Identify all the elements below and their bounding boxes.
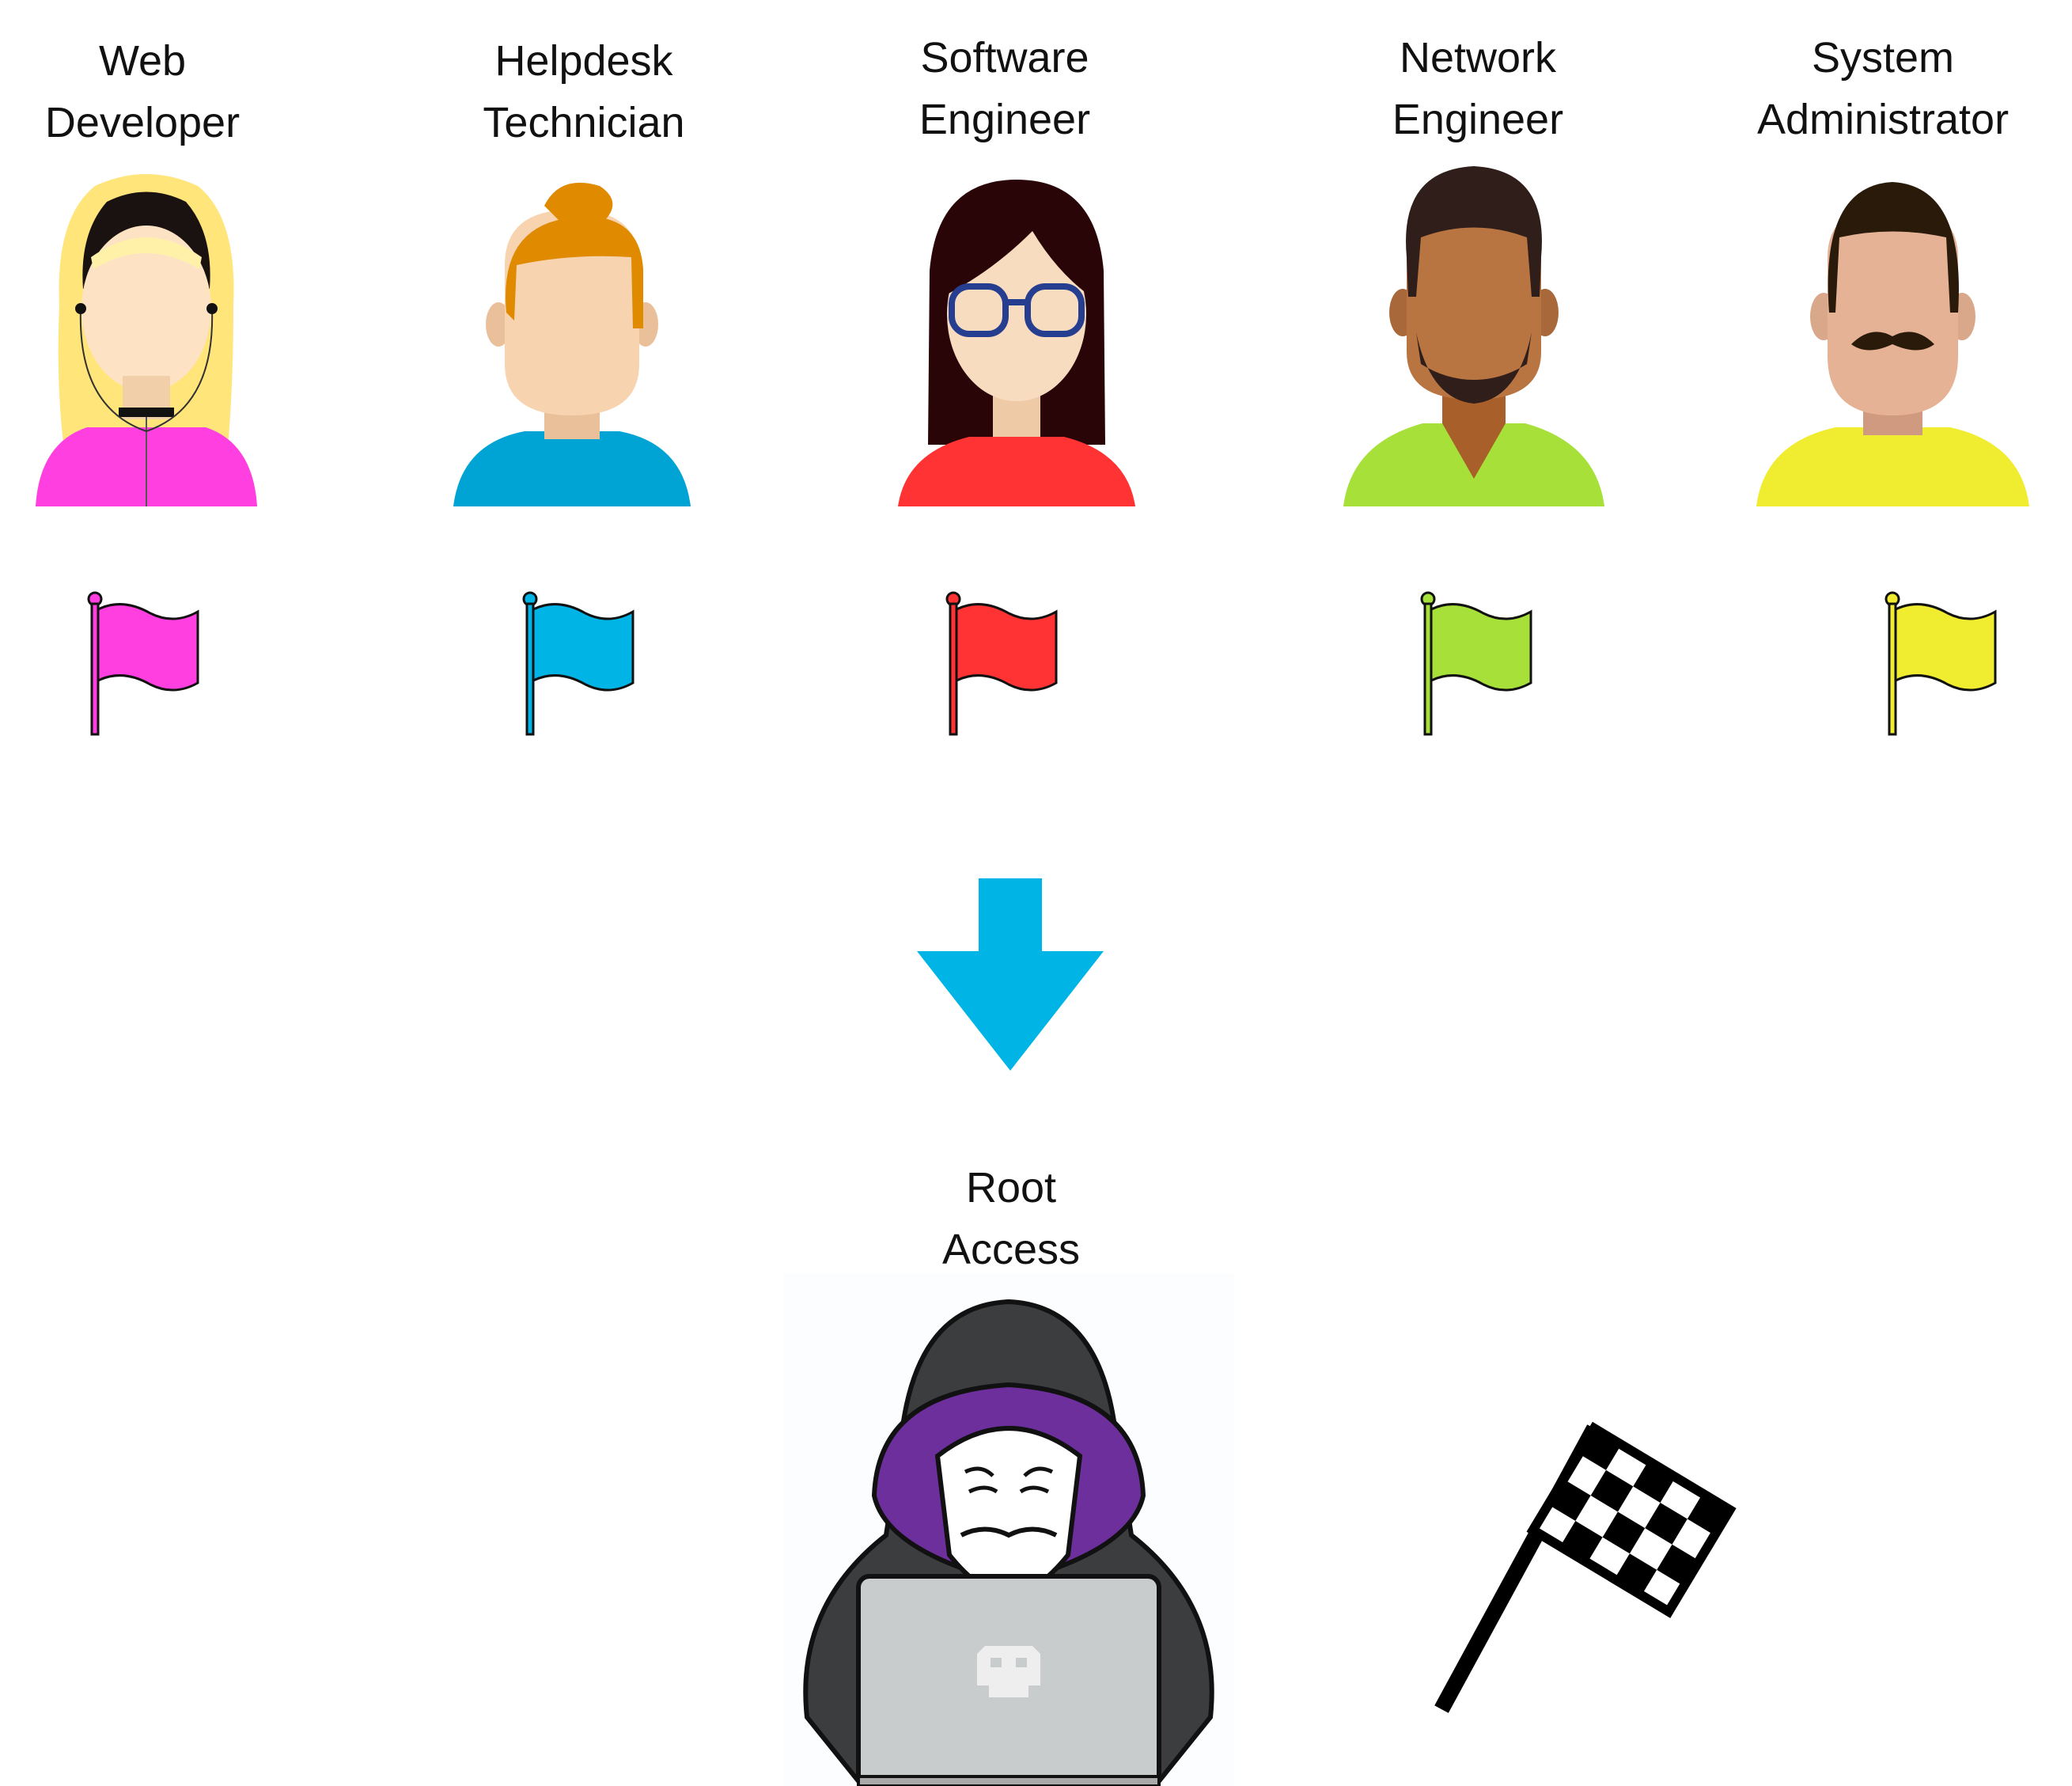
role-title-line1: Web bbox=[98, 37, 187, 85]
hooded-hacker-laptop-icon bbox=[783, 1274, 1234, 1786]
role-title-line1: Network bbox=[1399, 34, 1557, 82]
role-label-software-engineer: Software Engineer bbox=[823, 27, 1187, 150]
magenta-flag-icon bbox=[83, 590, 202, 736]
man-beard-avatar-icon bbox=[1343, 162, 1604, 506]
role-title-line2: Administrator bbox=[1756, 96, 2009, 143]
man-orange-hair-avatar-icon bbox=[449, 178, 695, 506]
woman-headphones-avatar-icon bbox=[32, 170, 261, 506]
role-label-helpdesk-technician: Helpdesk Technician bbox=[402, 30, 766, 154]
target-title-line1: Root bbox=[965, 1164, 1057, 1212]
blue-flag-icon bbox=[518, 590, 637, 736]
role-label-system-administrator: System Administrator bbox=[1701, 27, 2065, 150]
role-title-line1: Software bbox=[920, 34, 1089, 82]
green-flag-icon bbox=[1416, 590, 1535, 736]
role-title-line2: Technician bbox=[483, 99, 685, 146]
role-title-line2: Developer bbox=[44, 99, 241, 146]
arrow-down-icon bbox=[915, 878, 1105, 1072]
role-title-line1: Helpdesk bbox=[494, 37, 673, 85]
role-title-line2: Engineer bbox=[1392, 96, 1564, 143]
role-title-line1: System bbox=[1811, 34, 1955, 82]
target-title-line2: Access bbox=[941, 1226, 1081, 1273]
role-label-network-engineer: Network Engineer bbox=[1296, 27, 1660, 150]
woman-glasses-avatar-icon bbox=[898, 176, 1135, 506]
man-mustache-avatar-icon bbox=[1756, 178, 2029, 506]
target-label-root-access: Root Access bbox=[829, 1157, 1193, 1280]
checkered-flag-icon bbox=[1432, 1416, 1744, 1717]
role-title-line2: Engineer bbox=[919, 96, 1091, 143]
red-flag-icon bbox=[941, 590, 1060, 736]
role-label-web-developer: Web Developer bbox=[0, 30, 324, 154]
yellow-flag-icon bbox=[1881, 590, 1999, 736]
